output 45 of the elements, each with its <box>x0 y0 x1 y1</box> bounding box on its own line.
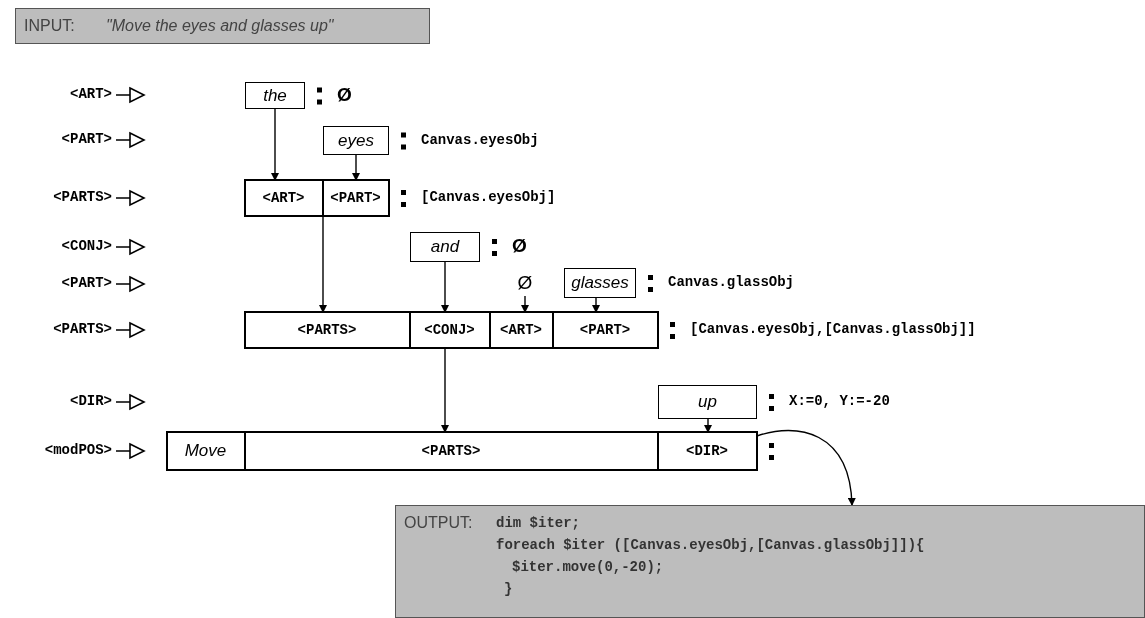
rule-name: <modPOS> <box>43 442 112 458</box>
rule-name: <ART> <box>69 86 112 102</box>
symbol-box: <ART> <box>489 311 553 348</box>
arrow <box>521 295 529 313</box>
word-box: and <box>410 232 480 262</box>
arrow <box>592 297 600 313</box>
rule-name: <CONJ> <box>60 238 112 254</box>
arrow <box>704 418 712 433</box>
word-box: eyes <box>323 126 389 155</box>
code-line: } <box>504 581 513 597</box>
arrow <box>319 215 327 313</box>
arrow <box>271 108 279 181</box>
code-line: $iter.move(0,-20); <box>512 559 664 575</box>
word-box: glasses <box>564 268 636 298</box>
semantic-value: X:=0, Y:=-20 <box>789 393 890 409</box>
arrow <box>756 429 856 506</box>
text-panel <box>15 8 430 44</box>
symbol-box: <CONJ> <box>409 311 490 348</box>
semantic-value: [Canvas.eyesObj] <box>421 189 556 205</box>
text-panel <box>395 505 1145 618</box>
rule-name: <PARTS> <box>52 321 112 337</box>
semantic-value: Ø <box>512 235 527 257</box>
rule-name: <PARTS> <box>52 189 112 205</box>
rule-name: <PART> <box>60 131 112 147</box>
semantic-value: Canvas.eyesObj <box>421 131 539 148</box>
empty-symbol: Ø <box>514 272 536 296</box>
arrow <box>441 347 449 433</box>
symbol-box: <PARTS> <box>244 431 658 470</box>
semantic-value: Ø <box>337 83 352 106</box>
rule-row-box <box>245 180 389 216</box>
semantic-value: [Canvas.eyesObj,[Canvas.glassObj]] <box>690 321 976 337</box>
word-box: up <box>658 385 757 419</box>
code-line: dim $iter; <box>496 515 580 531</box>
code-line: foreach $iter ([Canvas.eyesObj,[Canvas.glassObj]]){ <box>496 537 925 553</box>
quoted-sentence: "Move the eyes and glasses up" <box>106 17 334 35</box>
rule-name: <DIR> <box>69 393 112 409</box>
rule-row-box <box>245 312 658 348</box>
panel-heading: OUTPUT: <box>404 514 473 532</box>
semantic-value: Canvas.glassObj <box>668 274 795 290</box>
word-box: the <box>245 82 305 109</box>
arrow <box>352 154 360 181</box>
rule-row-box <box>167 432 757 470</box>
arrow <box>441 261 449 313</box>
rule-name: <PART> <box>60 275 112 291</box>
panel-heading: INPUT: <box>24 17 75 35</box>
